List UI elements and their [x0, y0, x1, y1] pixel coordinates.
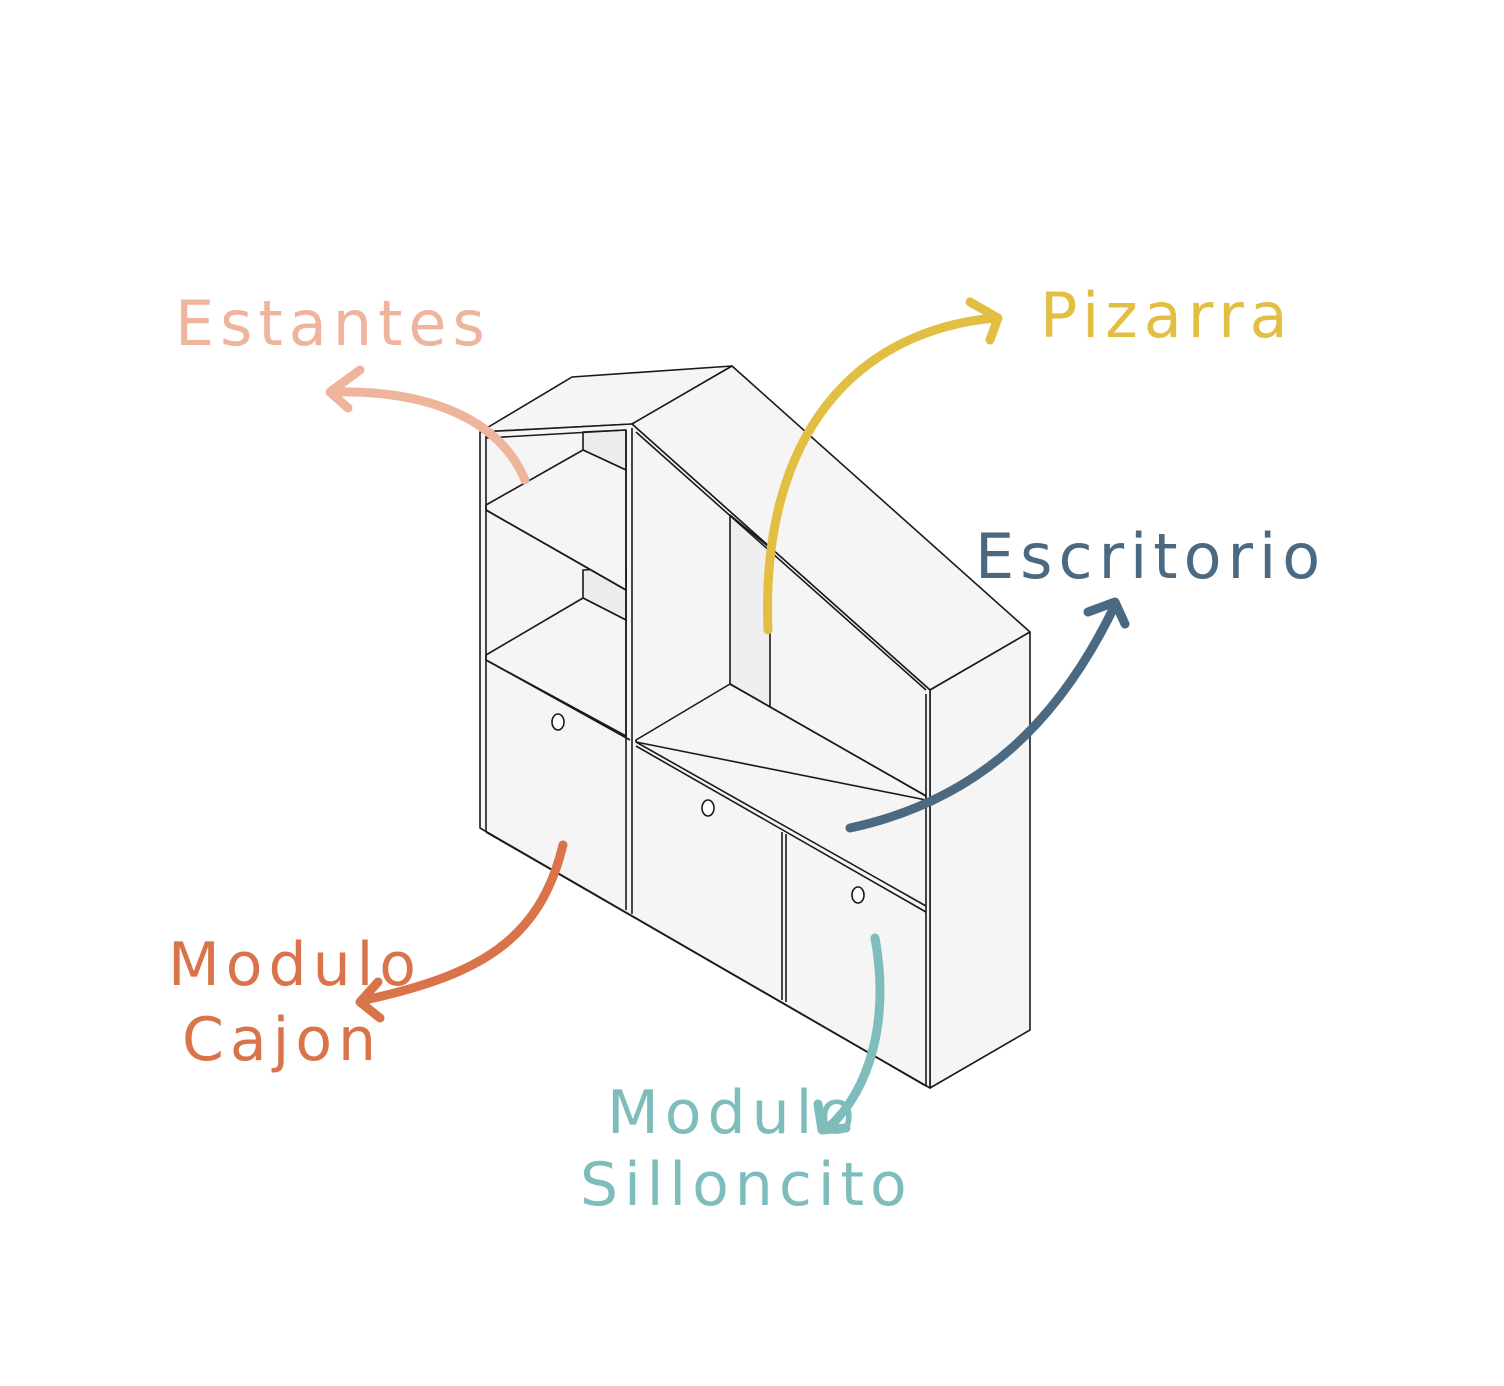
desk-front-edge-a — [635, 741, 927, 907]
label-escritorio: Escritorio — [975, 520, 1326, 593]
furniture-drawing — [479, 365, 1031, 1089]
modulo-sillon-arrowhead — [813, 1099, 851, 1135]
label-modulo-cajon-2: Cajon — [182, 1005, 382, 1075]
roof-inner-left — [485, 429, 627, 439]
estantes-arrowhead — [325, 365, 365, 413]
desk-front-edge-b — [635, 745, 927, 913]
modulo-cajon-arrowhead — [355, 977, 385, 1023]
label-modulo-sillon-1: Modulo — [607, 1078, 861, 1148]
escritorio-arrowhead — [1083, 597, 1130, 629]
label-pizarra: Pizarra — [1040, 279, 1294, 352]
desk-top-back — [729, 683, 927, 797]
shelf-lower-front — [485, 659, 631, 741]
pizarra-arrow — [763, 313, 1000, 635]
roof-inner-slope — [635, 431, 927, 691]
drawer-knob-2 — [701, 799, 715, 817]
drawer-knob-1 — [551, 713, 565, 731]
drawer-knob-3 — [851, 886, 865, 904]
label-modulo-cajon-1: Modulo — [168, 930, 422, 1000]
estantes-arrow — [330, 387, 530, 485]
label-estantes: Estantes — [175, 287, 491, 360]
label-modulo-sillon-2: Silloncito — [580, 1150, 913, 1220]
pizarra-arrowhead — [965, 297, 1003, 345]
shelf-upper-front — [485, 509, 627, 591]
escritorio-arrow — [845, 600, 1120, 833]
bottom-edge — [485, 831, 927, 1087]
modulo-cajon-arrow — [360, 840, 568, 1005]
side-panel-right — [929, 631, 1031, 1089]
modulo-sillon-arrow — [823, 933, 885, 1133]
